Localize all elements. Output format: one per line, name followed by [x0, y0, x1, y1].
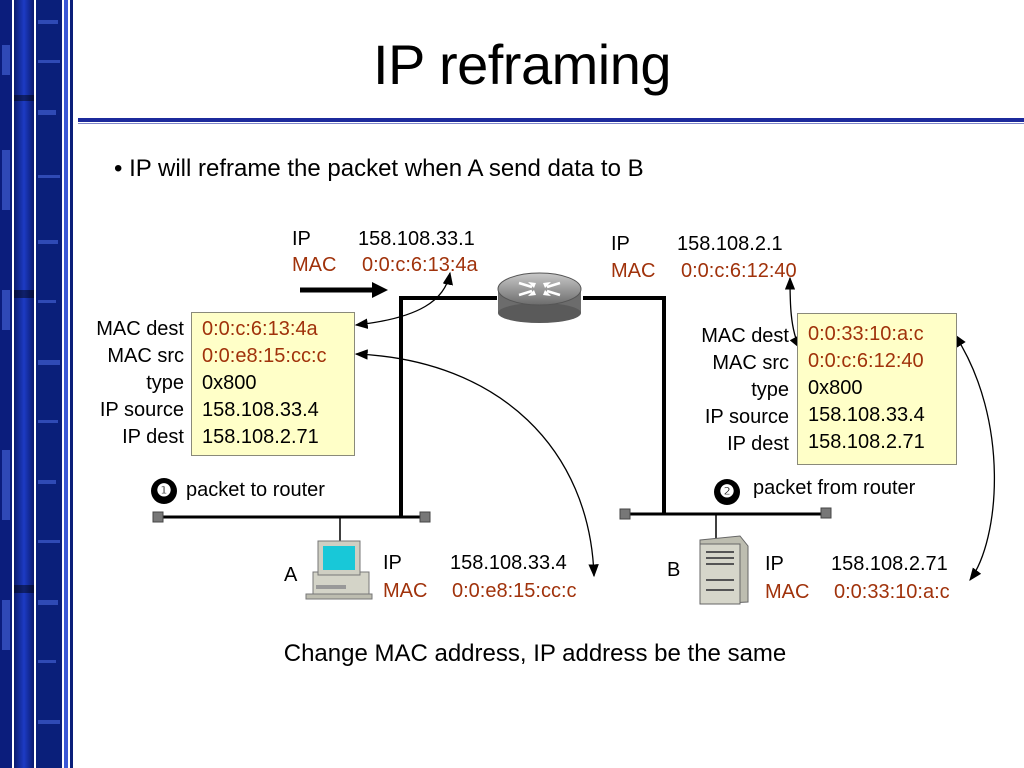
router-icon	[497, 272, 582, 323]
step-2-badge: ❷	[714, 479, 740, 505]
title-divider-thin	[78, 123, 1024, 124]
packet2-value: 0:0:33:10:a:c	[808, 323, 924, 345]
router-left-ip: 158.108.33.1	[358, 228, 475, 250]
host-b-mac: 0:0:33:10:a:c	[834, 581, 950, 603]
packet1-caption: packet to router	[186, 479, 325, 501]
packet2-value: 0:0:c:6:12:40	[808, 350, 924, 372]
packet1-value: 0:0:e8:15:cc:c	[202, 345, 327, 367]
packet1-value: 0x800	[202, 372, 257, 394]
host-b-mac-label: MAC	[765, 581, 810, 603]
packet2-box: 0:0:33:10:a:c 0:0:c:6:12:40 0x800 158.10…	[797, 313, 957, 465]
bullet-point: • IP will reframe the packet when A send…	[114, 155, 644, 182]
packet1-label: IP source	[99, 399, 184, 421]
packet1-label: MAC src	[107, 345, 184, 367]
packet2-label: type	[751, 379, 789, 401]
bullet-text: IP will reframe the packet when A send d…	[129, 155, 644, 182]
packet1-value: 158.108.33.4	[202, 399, 319, 421]
host-a-ip-label: IP	[383, 552, 402, 574]
packet2-field-labels: MAC dest MAC src type IP source IP dest	[665, 323, 789, 458]
packet2-caption: packet from router	[753, 477, 916, 499]
packet2-value: 0x800	[808, 377, 863, 399]
packet2-label: IP dest	[727, 433, 789, 455]
packet1-box: 0:0:c:6:13:4a 0:0:e8:15:cc:c 0x800 158.1…	[191, 312, 355, 456]
router-left-ip-label: IP	[292, 228, 311, 250]
router-right-ip: 158.108.2.1	[677, 233, 783, 255]
packet2-label: MAC src	[712, 352, 789, 374]
packet2-value: 158.108.2.71	[808, 431, 925, 453]
router-right-mac: 0:0:c:6:12:40	[681, 260, 797, 282]
packet1-label: IP dest	[122, 426, 184, 448]
packet2-label: IP source	[704, 406, 789, 428]
packet1-value: 0:0:c:6:13:4a	[202, 318, 318, 340]
router-right-ip-label: IP	[611, 233, 630, 255]
packet2-label: MAC dest	[701, 325, 789, 347]
step-1-badge: ❶	[151, 478, 177, 504]
router-left-mac: 0:0:c:6:13:4a	[362, 254, 478, 276]
host-a-mac: 0:0:e8:15:cc:c	[452, 580, 577, 602]
server-icon	[699, 535, 749, 605]
computer-icon	[305, 540, 373, 600]
host-b-ip: 158.108.2.71	[831, 553, 948, 575]
router-left-mac-label: MAC	[292, 254, 337, 276]
packet1-field-labels: MAC dest MAC src type IP source IP dest	[60, 316, 184, 451]
page-title: IP reframing	[373, 33, 671, 96]
packet1-label: MAC dest	[96, 318, 184, 340]
packet1-label: type	[146, 372, 184, 394]
host-b-name: B	[667, 559, 681, 581]
direction-arrow	[300, 282, 388, 298]
packet1-value: 158.108.2.71	[202, 426, 319, 448]
host-a-mac-label: MAC	[383, 580, 428, 602]
host-a-name: A	[284, 564, 298, 586]
router-right-mac-label: MAC	[611, 260, 656, 282]
bottom-caption: Change MAC address, IP address be the sa…	[283, 640, 787, 667]
title-divider	[78, 118, 1024, 122]
sidebar-decoration	[0, 0, 76, 768]
host-b-ip-label: IP	[765, 553, 784, 575]
packet2-value: 158.108.33.4	[808, 404, 925, 426]
host-a-ip: 158.108.33.4	[450, 552, 567, 574]
